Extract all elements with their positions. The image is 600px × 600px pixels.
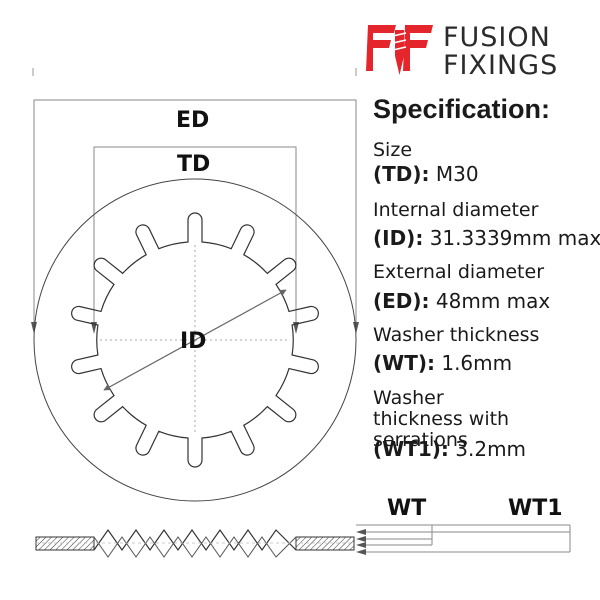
- spec-internal-diameter-value: (ID): 31.3339mm max: [373, 226, 600, 250]
- id-label: ID: [180, 329, 207, 354]
- spec-external-diameter-value: (ED): 48mm max: [373, 289, 551, 313]
- spec-size-value: (TD): M30: [373, 162, 479, 186]
- wt1-label: WT1: [508, 496, 563, 521]
- id-dimension-line: [103, 289, 287, 391]
- spec-external-diameter-label: External diameter: [373, 262, 544, 283]
- brand-logo-icon: [366, 25, 433, 75]
- spec-washer-thickness-value: (WT): 1.6mm: [373, 351, 513, 375]
- washer-outer-circle: [33, 178, 357, 502]
- spec-size-label: Size: [373, 140, 413, 161]
- spec-internal-diameter-label: Internal diameter: [373, 200, 539, 221]
- wt-label: WT: [387, 496, 427, 521]
- brand-name-line2: FIXINGS: [443, 50, 559, 81]
- spec-serrated-thickness-value: (WT1): 3.2mm: [373, 437, 527, 461]
- ed-label: ED: [176, 108, 210, 133]
- washer-side-view: [35, 528, 355, 558]
- ed-dimension-line: [33, 99, 357, 330]
- spec-serrated-thickness-label: Washer thickness with serrations: [373, 388, 510, 451]
- spec-washer-thickness-label: Washer thickness: [373, 325, 540, 346]
- td-label: TD: [177, 152, 211, 177]
- td-dimension-line: [93, 146, 297, 330]
- brand-name-line1: FUSION: [443, 22, 551, 53]
- specification-title: Specification:: [373, 94, 551, 124]
- washer-serrated-inner-edge: [71, 212, 319, 468]
